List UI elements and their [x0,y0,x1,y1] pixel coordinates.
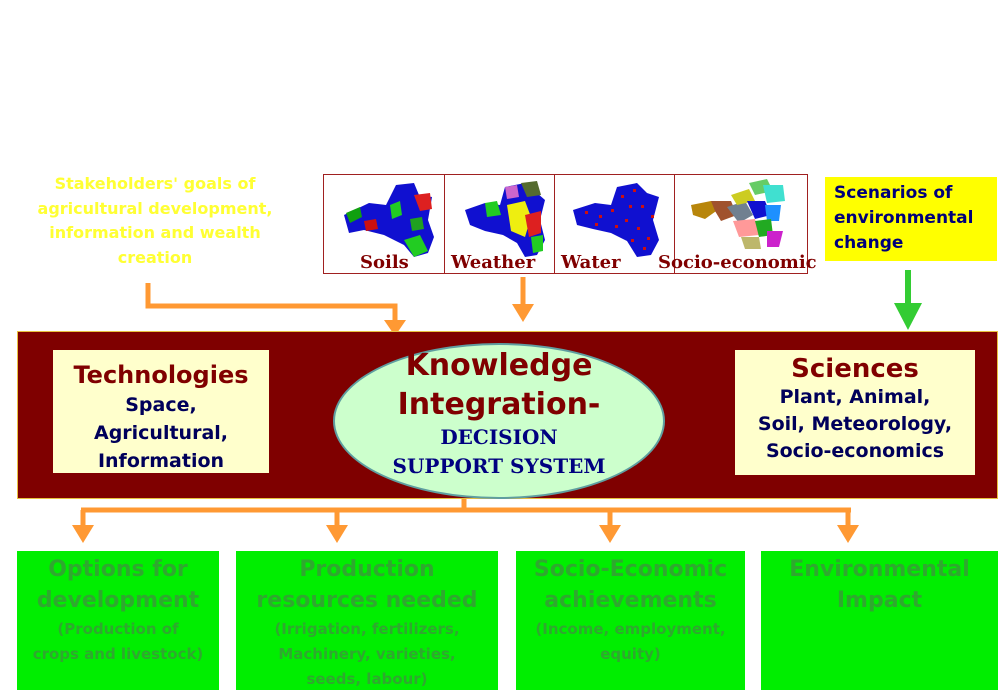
output-title-line: Environmental [789,557,970,582]
center-line-integration: Integration- [335,386,663,423]
output-title-line: resources needed [256,588,478,613]
scenarios-line: change [834,233,904,253]
output-title-line: Options for [48,557,188,582]
soils-map-image [344,183,434,257]
map-water: Water [555,175,675,273]
output-title-line: Impact [836,588,923,613]
center-dash: - [587,387,601,422]
sciences-box: Sciences Plant, Animal, Soil, Meteorolog… [735,350,975,475]
map-soils: Soils [324,175,445,273]
output-title-line: Production [299,557,435,582]
center-integration-text: Integration [397,387,588,422]
output-sub-line: (Irrigation, fertilizers, [274,620,460,638]
output-socio-economic-achievements: Socio-Economic achievements (Income, emp… [516,551,745,690]
map-label-weather: Weather [451,252,536,273]
scenarios-line: environmental [834,208,974,228]
output-sub-line: Machinery, varieties, [278,645,456,663]
output-environmental-impact: Environmental Impact [761,551,998,690]
scenario-arrow [894,270,922,330]
weather-map-image [465,181,545,257]
output-sub-line: crops and livestock) [32,645,204,663]
technologies-box: Technologies Space, Agricultural, Inform… [53,350,269,473]
map-label-water: Water [561,252,621,273]
stakeholders-goals-text: Stakeholders' goals of agricultural deve… [20,172,290,270]
center-line-support-system: SUPPORT SYSTEM [392,454,606,478]
output-options-for-development: Options for development (Production of c… [17,551,219,690]
output-sub-line: (Income, employment, [535,620,726,638]
socio-economic-map-image [691,179,785,249]
technologies-line: Information [97,450,225,472]
scenarios-box: Scenarios of environmental change [825,177,997,261]
scenarios-line: Scenarios of [834,183,953,203]
sciences-line: Soil, Meteorology, [757,413,953,435]
map-socio-economic: Socio-economic [658,175,817,273]
maps-arrow [512,277,534,322]
decision-support-ellipse: Knowledge Integration- DECISION SUPPORT … [333,343,665,499]
center-line-knowledge: Knowledge [405,348,593,383]
center-line-decision: DECISION [440,425,558,449]
output-sub-line: seeds, labour) [306,670,428,688]
sciences-line: Socio-economics [765,440,945,462]
stakeholders-line: creation [117,247,193,267]
map-label-socio-economic: Socio-economic [658,252,817,273]
output-distribution-arrows [72,499,859,543]
map-label-soils: Soils [360,252,409,273]
output-title-line: achievements [544,588,717,613]
technologies-line: Agricultural, [93,422,229,444]
water-map-image [573,183,659,257]
stakeholders-line: agricultural development, [37,198,273,218]
output-title-line: Socio-Economic [533,557,728,582]
output-sub-line: (Production of [57,620,179,638]
sciences-line: Plant, Animal, [779,386,931,408]
stakeholders-line: Stakeholders' goals of [54,174,256,193]
technologies-title: Technologies [73,361,249,389]
maps-panel: Soils Weather Water [323,174,817,274]
stakeholders-line: information and wealth [49,223,261,242]
output-title-line: development [36,588,200,613]
output-production-resources: Production resources needed (Irrigation,… [236,551,498,690]
technologies-line: Space, [125,394,197,416]
stakeholder-arrow [145,283,406,336]
sciences-title: Sciences [791,354,919,384]
output-sub-line: equity) [600,645,661,663]
map-weather: Weather [445,175,555,273]
